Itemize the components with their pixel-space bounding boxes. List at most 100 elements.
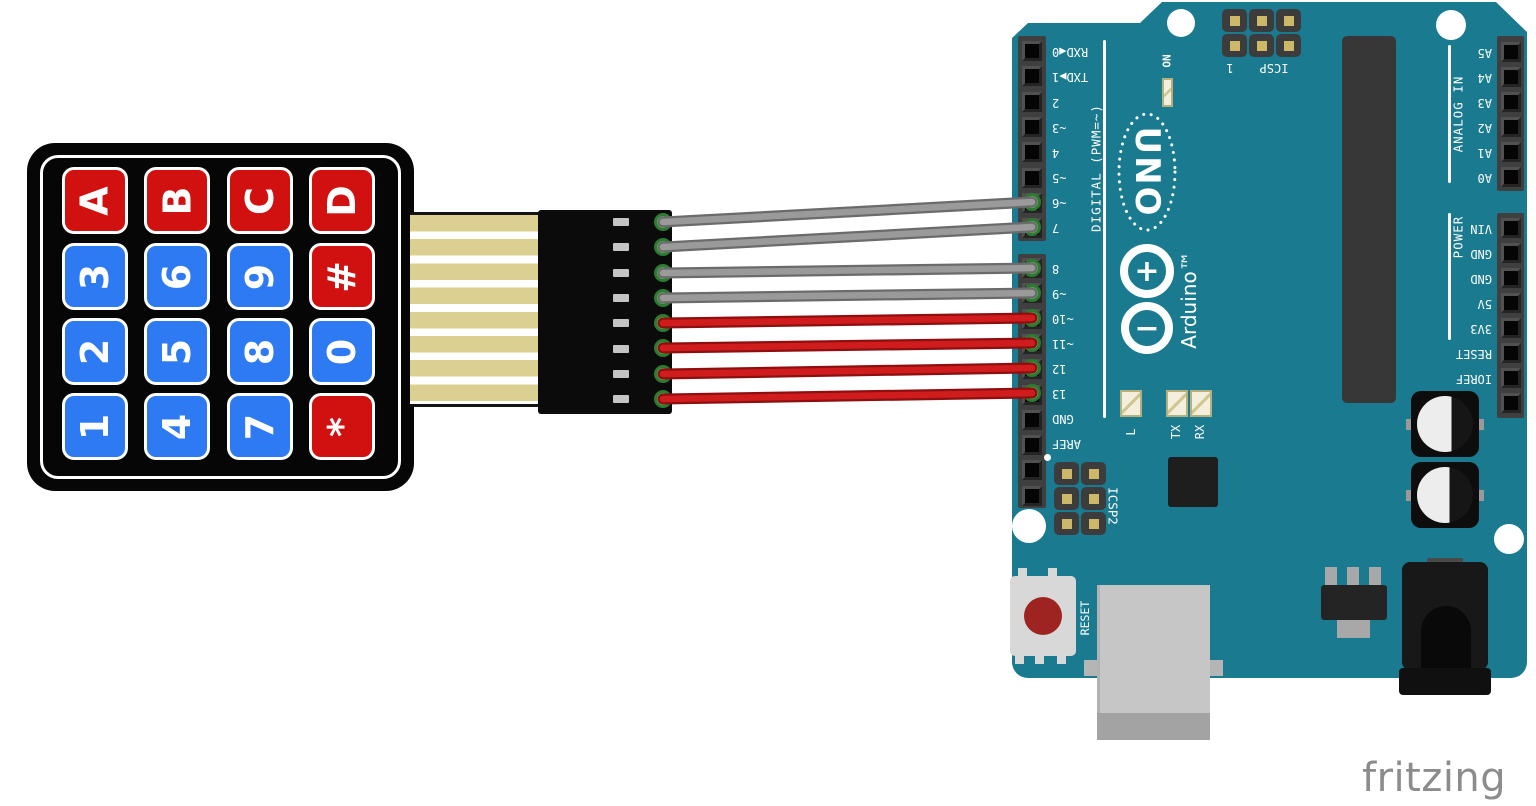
keypad-key-5[interactable]: 5 <box>144 318 210 385</box>
digital-section-line <box>1103 40 1106 418</box>
wire-~9[interactable] <box>659 289 1036 302</box>
header-pin <box>1501 92 1521 112</box>
usb-connector-tab <box>1084 660 1097 676</box>
header-pin <box>1501 243 1521 263</box>
header-pin <box>1022 460 1042 481</box>
icsp-pin <box>1249 34 1274 57</box>
connector-pin-mark <box>613 293 629 302</box>
header-pin <box>1501 67 1521 87</box>
header-pin <box>1022 41 1042 61</box>
capacitor <box>1411 391 1479 457</box>
header-pin <box>1022 167 1042 188</box>
uno-oval-dotted <box>1117 112 1177 232</box>
keypad-border <box>40 155 401 479</box>
wire-8[interactable] <box>659 264 1036 277</box>
reset-button-tab <box>1048 568 1057 578</box>
wire-~10[interactable] <box>659 314 1036 327</box>
header-pin <box>1022 66 1042 87</box>
header-pin <box>1501 293 1521 313</box>
header-pin <box>1501 117 1521 137</box>
icsp-pin <box>1081 512 1106 535</box>
analog-header[interactable] <box>1497 36 1524 191</box>
keypad-key-star[interactable]: * <box>309 393 375 460</box>
connector-pin-mark <box>613 369 629 378</box>
icsp-pin <box>1249 9 1274 32</box>
keypad-4x4[interactable]: A B C D 3 6 9 # 2 5 8 0 1 4 7 * <box>27 143 414 491</box>
usb-connector-tab <box>1210 660 1223 676</box>
wire-12[interactable] <box>659 364 1036 378</box>
header-pin <box>1501 167 1521 187</box>
wire-~11[interactable] <box>659 339 1036 352</box>
keypad-key-6[interactable]: 6 <box>144 243 210 310</box>
reset-button[interactable] <box>1010 576 1076 656</box>
keypad-key-3[interactable]: 3 <box>62 243 128 310</box>
wire-~6[interactable] <box>659 198 1036 226</box>
ribbon-connector[interactable] <box>538 210 672 414</box>
icsp-pin <box>1081 462 1106 485</box>
capacitor-lead <box>1478 490 1484 501</box>
connector-pin-mark <box>613 344 629 353</box>
icsp-pin <box>1054 512 1079 535</box>
icsp2-pin1-dot <box>1044 454 1051 461</box>
fritzing-watermark: fritzing <box>1362 755 1507 801</box>
arduino-logo-minus-ring: − <box>1121 302 1173 354</box>
power-jack <box>1402 562 1488 670</box>
connector-pin-marks <box>613 210 629 414</box>
regulator-leg <box>1325 567 1337 585</box>
reset-button-cap[interactable] <box>1024 597 1062 635</box>
header-pin <box>1022 116 1042 137</box>
keypad-key-2[interactable]: 2 <box>62 318 128 385</box>
regulator-tab <box>1337 620 1370 638</box>
keypad-key-C[interactable]: C <box>227 167 293 234</box>
ribbon-cable[interactable] <box>410 212 540 407</box>
connector-pin-mark <box>613 268 629 277</box>
keypad-key-4[interactable]: 4 <box>144 393 210 460</box>
usb-connector-lip <box>1097 713 1210 740</box>
keypad-key-0[interactable]: 0 <box>309 318 375 385</box>
keypad-key-1[interactable]: 1 <box>62 393 128 460</box>
reset-button-tab <box>1015 654 1024 664</box>
led-tx <box>1166 390 1188 417</box>
icsp-pin <box>1276 34 1301 57</box>
reset-button-tab <box>1018 568 1027 578</box>
icsp-pin <box>1222 9 1247 32</box>
keypad-key-9[interactable]: 9 <box>227 243 293 310</box>
capacitor-lead <box>1406 419 1412 430</box>
header-pin <box>1501 142 1521 162</box>
regulator-leg <box>1347 567 1359 585</box>
regulator-leg <box>1369 567 1381 585</box>
header-pin <box>1022 91 1042 112</box>
wire-7[interactable] <box>659 223 1036 251</box>
led-l <box>1120 390 1142 417</box>
icsp2-header[interactable] <box>1054 462 1106 535</box>
keypad-key-A[interactable]: A <box>62 167 128 234</box>
mounting-hole <box>1494 524 1524 554</box>
header-pin <box>1501 268 1521 288</box>
power-header[interactable] <box>1497 213 1524 418</box>
usb-connector <box>1097 585 1210 740</box>
keypad-key-7[interactable]: 7 <box>227 393 293 460</box>
capacitor-lead <box>1478 419 1484 430</box>
voltage-regulator <box>1321 585 1387 620</box>
connector-pin-mark <box>613 218 629 226</box>
wire-13[interactable] <box>659 389 1036 403</box>
header-pin <box>1501 318 1521 338</box>
arduino-logo-plus-ring: + <box>1120 244 1174 298</box>
header-pin <box>1501 218 1521 238</box>
power-section-line <box>1448 213 1451 340</box>
usb-interface-chip <box>1168 457 1218 507</box>
connector-pin-mark <box>613 319 629 328</box>
icsp-pin <box>1222 34 1247 57</box>
header-pin <box>1501 343 1521 363</box>
keypad-key-B[interactable]: B <box>144 167 210 234</box>
header-pin <box>1022 142 1042 163</box>
mounting-hole <box>1012 509 1046 543</box>
keypad-key-8[interactable]: 8 <box>227 318 293 385</box>
keypad-key-D[interactable]: D <box>309 167 375 234</box>
icsp-header[interactable] <box>1222 9 1301 57</box>
icsp-pin <box>1054 462 1079 485</box>
power-led <box>1162 78 1173 107</box>
keypad-key-hash[interactable]: # <box>309 243 375 310</box>
header-pin <box>1022 485 1042 506</box>
